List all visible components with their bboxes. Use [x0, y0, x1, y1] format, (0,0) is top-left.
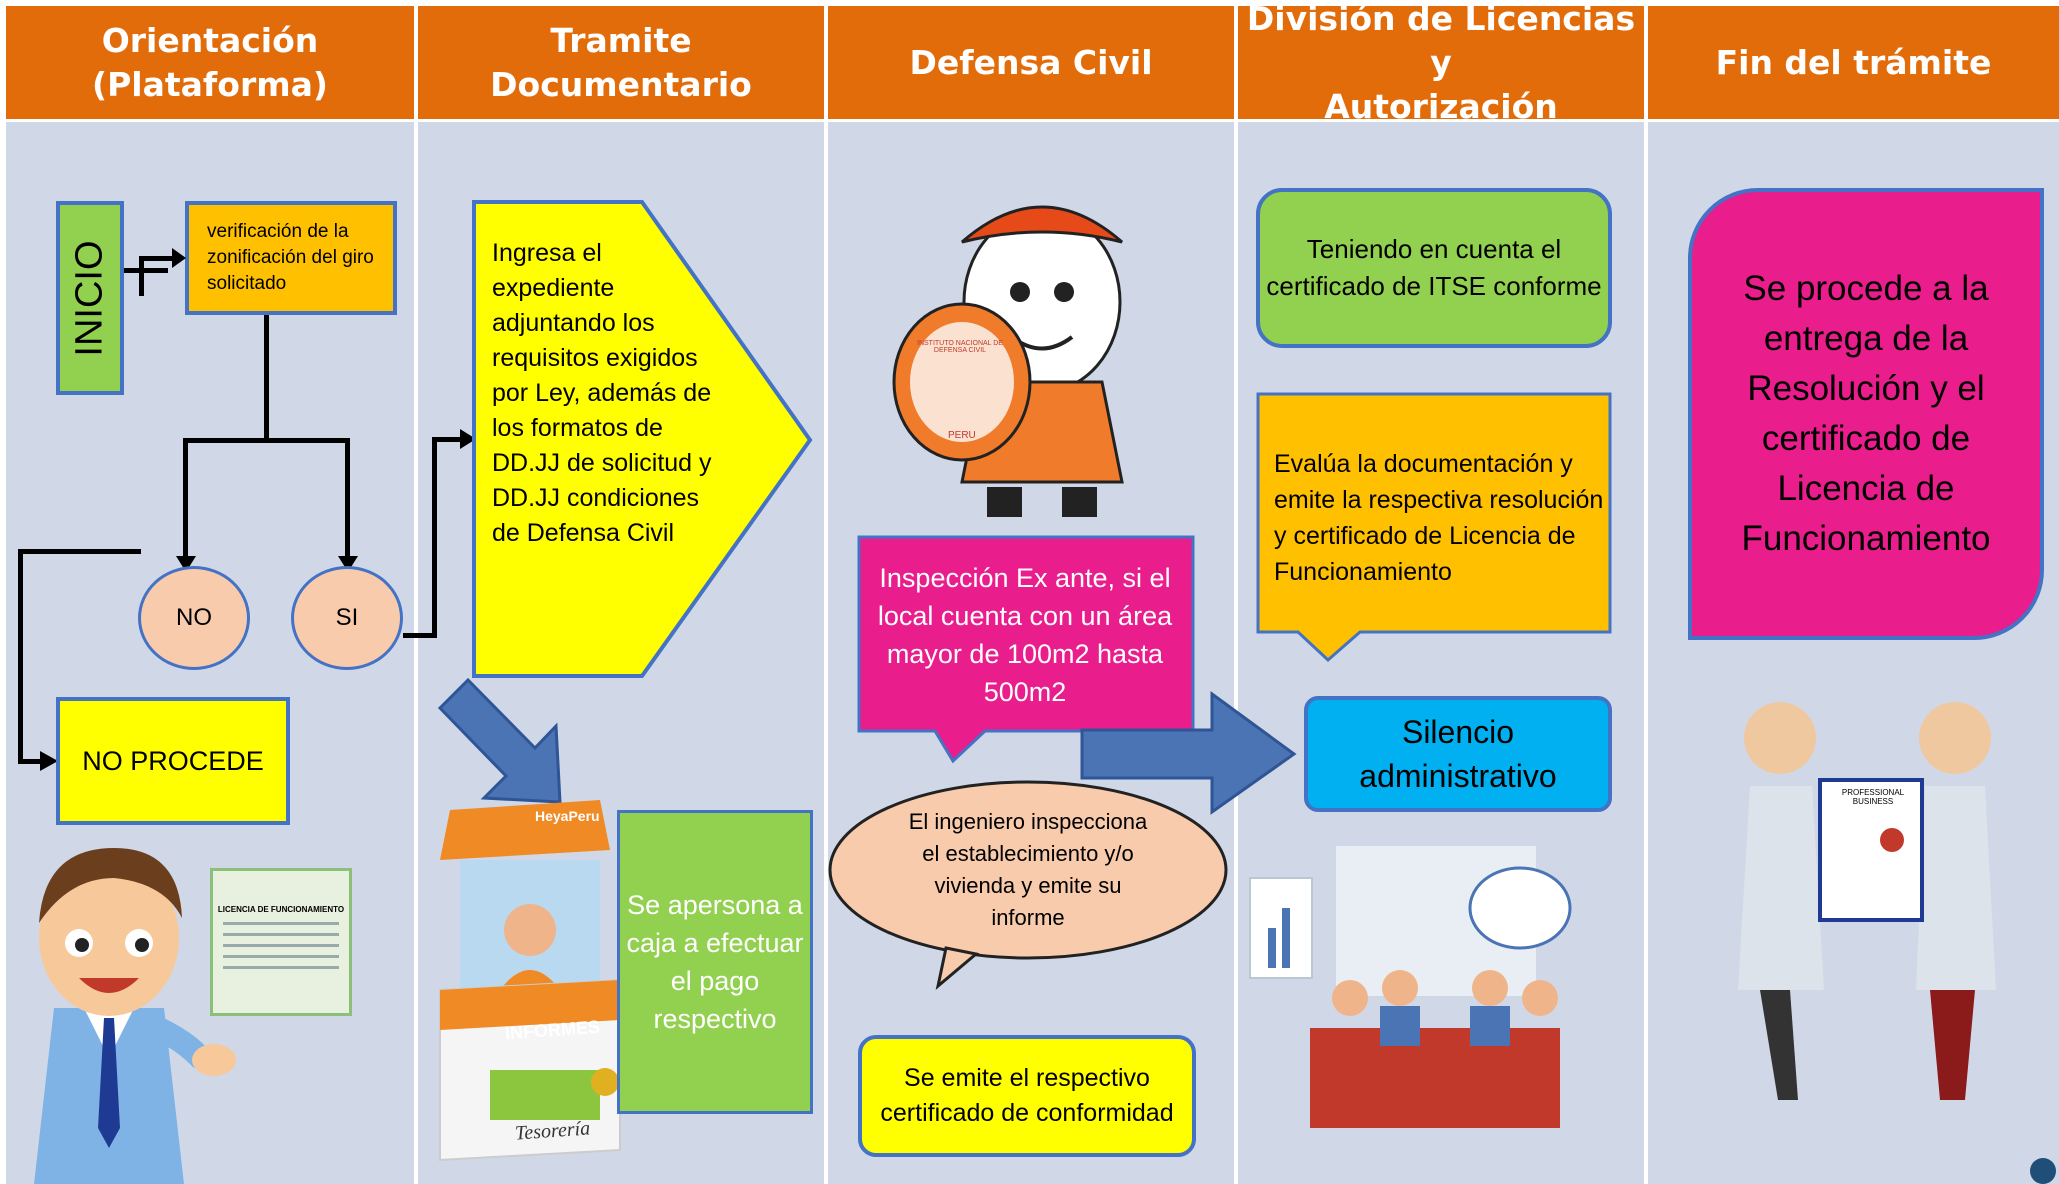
cartoon-man-illustration [34, 848, 236, 1184]
teniendo-text: Teniendo en cuenta el certificado de ITS… [1266, 234, 1602, 301]
connector [139, 256, 174, 261]
inspeccion-text-box: Inspección Ex ante, si el local cuenta c… [870, 545, 1180, 725]
corner-dot [2030, 1158, 2056, 1184]
connector [139, 256, 144, 273]
businessmen-handshake-illustration [1738, 702, 1996, 1100]
ingeniero-text: El ingeniero inspecciona el establecimie… [908, 809, 1148, 930]
entrega-box: Se procede a la entrega de la Resolución… [1688, 188, 2044, 640]
connector [124, 268, 168, 273]
no-procede-box: NO PROCEDE [56, 697, 290, 825]
connector [139, 268, 144, 296]
emite-text: Se emite el respectivo certificado de co… [880, 1064, 1174, 1127]
kiosk-illustration [439, 800, 621, 1162]
connector [183, 438, 188, 560]
arrow-head [176, 556, 196, 572]
no-procede-text: NO PROCEDE [82, 745, 264, 776]
no-label: NO [176, 604, 212, 631]
blue-block-arrow [437, 677, 562, 804]
entrega-text: Se procede a la entrega de la Resolución… [1741, 269, 1991, 558]
ingresa-text-box: Ingresa el expediente adjuntando los req… [492, 236, 722, 636]
teniendo-box: Teniendo en cuenta el certificado de ITS… [1256, 188, 1612, 348]
ingeniero-text-box: El ingeniero inspecciona el establecimie… [900, 788, 1156, 952]
blue-block-arrow [1080, 691, 1297, 815]
lane-header-tramite: Tramite Documentario [418, 6, 824, 119]
arrow-head [172, 248, 186, 268]
lane-header-fin: Fin del trámite [1648, 6, 2059, 119]
silencio-box: Silencio administrativo [1304, 696, 1612, 812]
meeting-illustration [1249, 846, 1572, 1128]
inspeccion-callout-shape [857, 535, 1195, 764]
inicio-box: INICIO [56, 201, 124, 395]
inicio-label: INICIO [68, 239, 111, 357]
connector [403, 633, 436, 638]
evalua-text-box: Evalúa la documentación y emite la respe… [1274, 418, 1604, 618]
arrow-head [338, 556, 358, 572]
connector [183, 438, 349, 443]
no-circle: NO [138, 566, 250, 670]
lane-header-licencias: División de Licencias y Autorización [1238, 0, 1644, 126]
defensa-civil-mascot [892, 205, 1124, 517]
connector [432, 437, 437, 638]
inspeccion-text: Inspección Ex ante, si el local cuenta c… [877, 563, 1173, 707]
arrow-head [460, 429, 476, 449]
connector [18, 549, 23, 764]
shield-text: INSTITUTO NACIONAL DE DEFENSA CIVIL [917, 340, 1003, 354]
evalua-text: Evalúa la documentación y emite la respe… [1274, 450, 1604, 586]
arrow-head [40, 751, 58, 771]
connector [264, 315, 269, 441]
caja-text: Se apersona a caja a efectuar el pago re… [626, 890, 804, 1034]
emite-box: Se emite el respectivo certificado de co… [858, 1035, 1196, 1157]
shield-peru: PERU [948, 430, 976, 441]
silencio-text: Silencio administrativo [1359, 714, 1557, 794]
kiosk-brand: HeyaPeru [535, 808, 600, 824]
caja-box: Se apersona a caja a efectuar el pago re… [617, 810, 813, 1114]
connector [18, 759, 42, 764]
professional-business-cert-label: PROFESSIONAL BUSINESS [1841, 788, 1905, 806]
verificacion-text: verificación de la zonificación del giro… [207, 221, 374, 294]
ingeniero-bubble-shape [828, 780, 1228, 990]
si-circle: SI [291, 566, 403, 670]
licencia-certificate: LICENCIA DE FUNCIONAMIENTO [210, 868, 352, 1016]
connector [432, 437, 462, 442]
si-label: SI [335, 604, 359, 631]
verificacion-box: verificación de la zonificación del giro… [185, 201, 397, 315]
ingresa-text: Ingresa el expediente adjuntando los req… [492, 239, 712, 547]
lane-header-defensa: Defensa Civil [828, 6, 1234, 119]
connector [345, 438, 350, 560]
connector [18, 549, 141, 554]
evalua-callout-shape [1256, 392, 1612, 663]
lane-header-orientacion: Orientación (Plataforma) [6, 6, 414, 119]
licencia-certificate-title: LICENCIA DE FUNCIONAMIENTO [217, 905, 345, 914]
ingresa-pentagon-shape [472, 200, 813, 678]
